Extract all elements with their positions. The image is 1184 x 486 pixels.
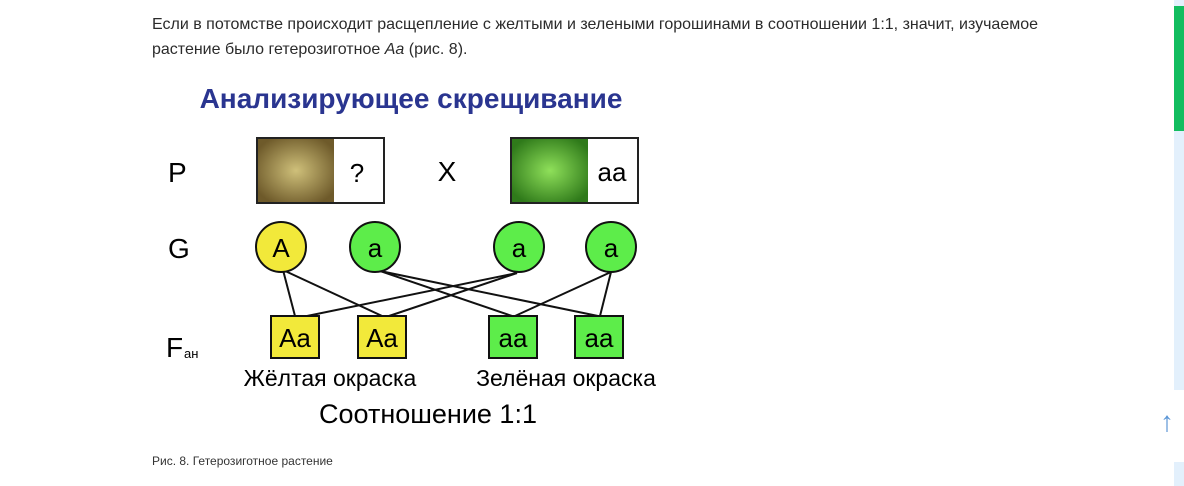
- gamete-4: a: [585, 221, 637, 273]
- svg-text:aa: aa: [598, 157, 627, 187]
- parent2-box: aa: [510, 137, 639, 204]
- arrow-up-icon: ↑: [1160, 406, 1174, 437]
- parent1-box: ?: [256, 137, 385, 204]
- row-label-f-sub: ан: [184, 346, 198, 361]
- label-yellow: Жёлтая окраска: [244, 365, 417, 391]
- cross-symbol: X: [438, 156, 457, 187]
- row-label-p: P: [168, 157, 187, 188]
- offspring-4: aa: [574, 315, 624, 359]
- svg-text:Aa: Aa: [366, 323, 398, 353]
- svg-text:A: A: [272, 233, 290, 263]
- svg-text:Aa: Aa: [279, 323, 311, 353]
- svg-text:aa: aa: [585, 323, 614, 353]
- svg-text:?: ?: [350, 158, 364, 188]
- cross-lines: [282, 269, 612, 317]
- offspring-1: Aa: [270, 315, 320, 359]
- paragraph: Если в потомстве происходит расщепление …: [152, 16, 1039, 58]
- svg-text:a: a: [604, 233, 619, 263]
- row-label-f: F: [166, 332, 183, 363]
- yellow-peas-image: [258, 139, 334, 202]
- svg-text:a: a: [512, 233, 527, 263]
- ratio-label: Соотношение 1:1: [319, 399, 537, 429]
- genotype-italic: Aa: [384, 41, 405, 58]
- gamete-1: A: [255, 221, 307, 273]
- analyzing-cross-figure: Анализирующее скрещивание P G F ан ? X a…: [166, 83, 656, 429]
- scrollbar-thumb[interactable]: [1174, 6, 1184, 131]
- offspring-3: aa: [488, 315, 538, 359]
- label-green: Зелёная окраска: [476, 365, 656, 391]
- figure-caption: Рис. 8. Гетерозиготное растение: [152, 454, 333, 468]
- offspring-2: Aa: [357, 315, 407, 359]
- row-label-g: G: [168, 233, 190, 264]
- figure-title: Анализирующее скрещивание: [200, 83, 623, 114]
- gamete-3: a: [493, 221, 545, 273]
- scrollbar-track[interactable]: [1174, 0, 1184, 486]
- gamete-2: a: [349, 221, 401, 273]
- svg-text:a: a: [368, 233, 383, 263]
- green-peas-image: [512, 139, 588, 202]
- scroll-to-top-button[interactable]: ↑: [1150, 390, 1184, 462]
- svg-text:aa: aa: [499, 323, 528, 353]
